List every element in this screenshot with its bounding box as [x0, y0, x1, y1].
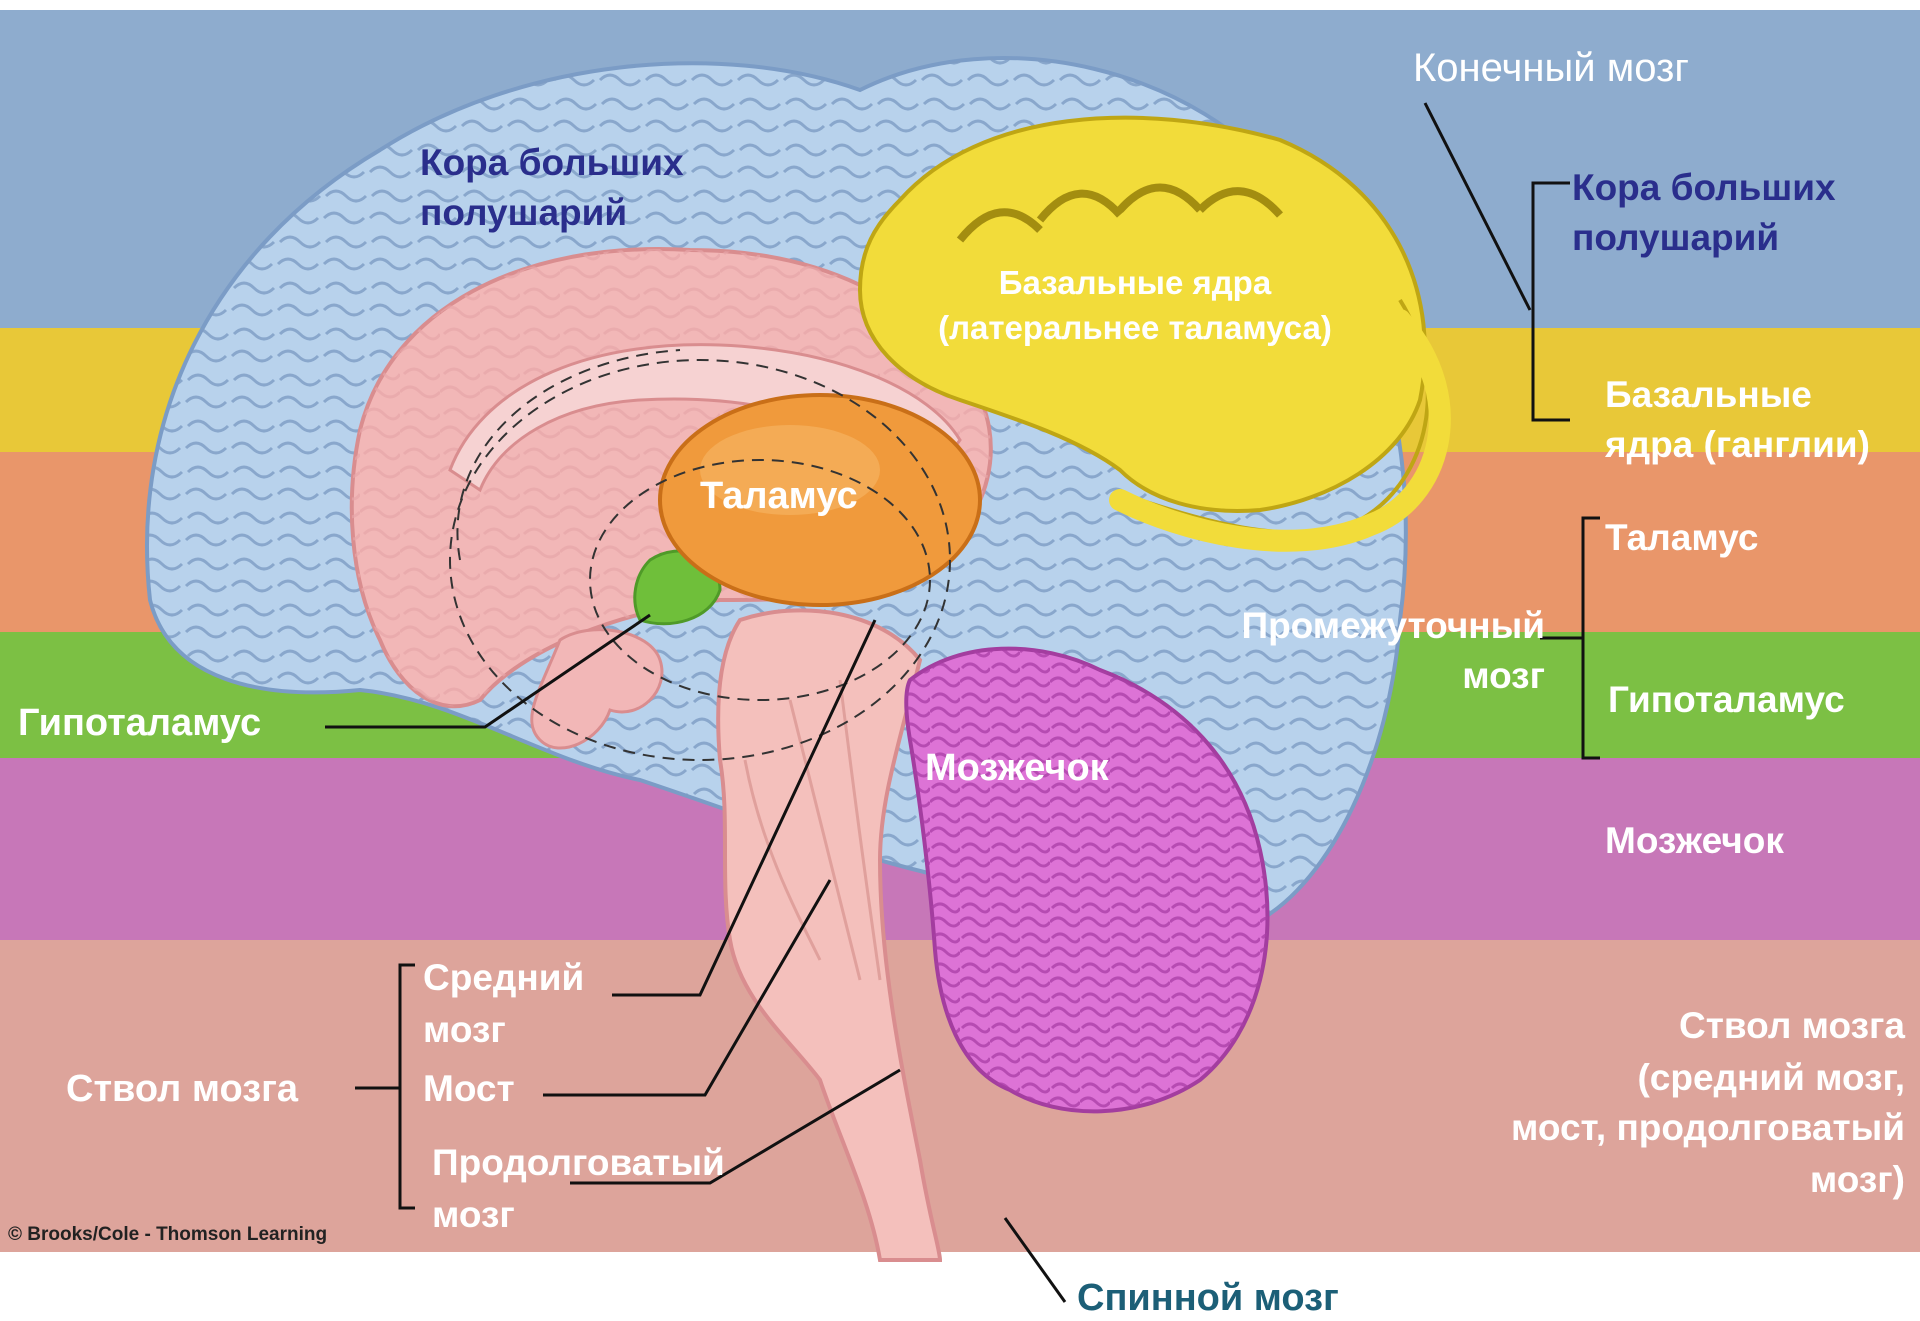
label-brainstem-left: Ствол мозга — [66, 1066, 298, 1112]
label-basal-on-brain-2: (латеральнее таламуса) — [900, 308, 1370, 348]
label-right-stem-2: (средний мозг, — [1300, 1055, 1905, 1100]
label-right-basal-2: ядра (ганглии) — [1605, 422, 1870, 467]
telencephalon-leader-line — [1425, 103, 1530, 310]
telencephalon-bracket — [1533, 183, 1570, 420]
spinal-cord-leader-line — [1005, 1218, 1065, 1302]
label-spinal-cord: Спинной мозг — [1077, 1275, 1339, 1321]
label-telencephalon: Конечный мозг — [1413, 44, 1689, 93]
label-midbrain-1: Средний — [423, 955, 584, 1000]
label-medulla-2: мозг — [432, 1192, 515, 1237]
label-right-cortex-2: полушарий — [1572, 215, 1779, 260]
label-cerebellum-on-brain: Мозжечок — [925, 745, 1109, 791]
label-right-cerebellum: Мозжечок — [1605, 818, 1784, 863]
label-midbrain-2: мозг — [423, 1007, 506, 1052]
label-hypothalamus-left: Гипоталамус — [18, 700, 261, 746]
label-cortex-on-brain-2: полушарий — [420, 190, 627, 235]
label-right-cortex-1: Кора больших — [1572, 165, 1836, 210]
label-right-thalamus: Таламус — [1605, 515, 1758, 560]
label-thalamus-on-brain: Таламус — [700, 473, 858, 519]
diencephalon-bracket — [1583, 518, 1600, 758]
label-basal-on-brain-1: Базальные ядра — [900, 263, 1370, 303]
label-medulla-1: Продолговатый — [432, 1140, 725, 1185]
label-right-stem-1: Ствол мозга — [1300, 1003, 1905, 1048]
copyright-text: © Brooks/Cole - Thomson Learning — [8, 1223, 327, 1246]
label-cortex-on-brain-1: Кора больших — [420, 140, 684, 185]
label-right-hypothalamus: Гипоталамус — [1608, 677, 1845, 722]
label-diencephalon-1: Промежуточный — [1150, 603, 1545, 648]
label-pons: Мост — [423, 1066, 515, 1111]
brainstem-bracket — [400, 965, 415, 1208]
label-right-stem-4: мозг) — [1300, 1157, 1905, 1202]
label-right-basal-1: Базальные — [1605, 372, 1812, 417]
label-right-stem-3: мост, продолговатый — [1300, 1105, 1905, 1150]
label-diencephalon-2: мозг — [1350, 653, 1545, 698]
